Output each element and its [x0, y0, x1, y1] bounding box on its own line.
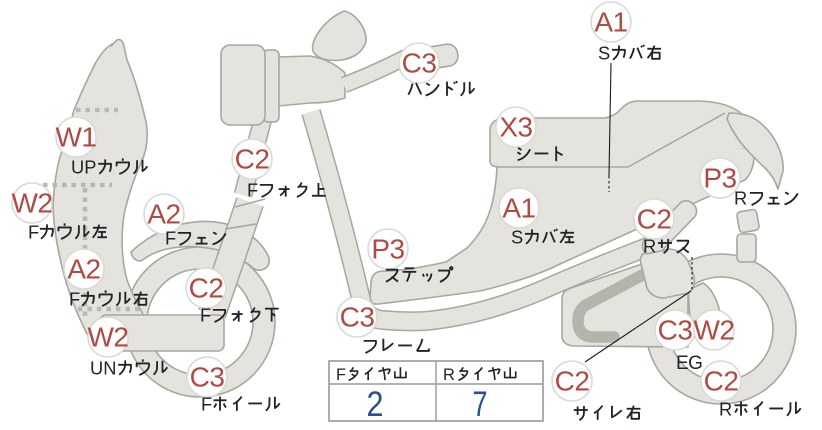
svg-text:UP: UP — [71, 156, 96, 177]
svg-text:C2: C2 — [637, 204, 672, 235]
svg-text:R: R — [643, 235, 656, 256]
svg-text:7: 7 — [473, 385, 488, 424]
svg-text:C3: C3 — [190, 362, 225, 393]
svg-text:W2: W2 — [12, 188, 53, 219]
svg-text:R: R — [443, 366, 455, 384]
svg-text:F: F — [200, 304, 211, 325]
svg-text:A2: A2 — [147, 199, 180, 230]
svg-text:R: R — [734, 187, 747, 208]
svg-text:R: R — [719, 398, 732, 419]
svg-text:P3: P3 — [703, 163, 736, 194]
svg-text:C3: C3 — [658, 315, 693, 346]
svg-text:X3: X3 — [499, 112, 532, 143]
svg-text:F: F — [69, 288, 80, 309]
svg-text:W1: W1 — [56, 122, 97, 153]
svg-text:C2: C2 — [555, 366, 590, 397]
svg-text:S: S — [598, 42, 610, 63]
svg-text:EG: EG — [676, 353, 702, 374]
svg-text:P3: P3 — [371, 234, 404, 265]
svg-text:S: S — [511, 226, 523, 247]
svg-text:W2: W2 — [88, 322, 129, 353]
svg-text:C3: C3 — [402, 48, 437, 79]
svg-text:A1: A1 — [594, 7, 627, 38]
svg-text:2: 2 — [367, 385, 384, 424]
svg-text:W2: W2 — [694, 315, 735, 346]
svg-text:F: F — [247, 179, 258, 200]
svg-text:C3: C3 — [340, 302, 375, 333]
svg-text:C2: C2 — [189, 273, 224, 304]
svg-text:A2: A2 — [67, 254, 100, 285]
svg-text:F: F — [336, 366, 346, 384]
svg-text:F: F — [28, 221, 39, 242]
svg-text:UN: UN — [90, 357, 116, 378]
svg-text:F: F — [165, 227, 176, 248]
svg-text:A1: A1 — [502, 193, 535, 224]
svg-text:C2: C2 — [235, 144, 270, 175]
svg-text:F: F — [201, 393, 212, 414]
svg-text:C2: C2 — [704, 366, 739, 397]
